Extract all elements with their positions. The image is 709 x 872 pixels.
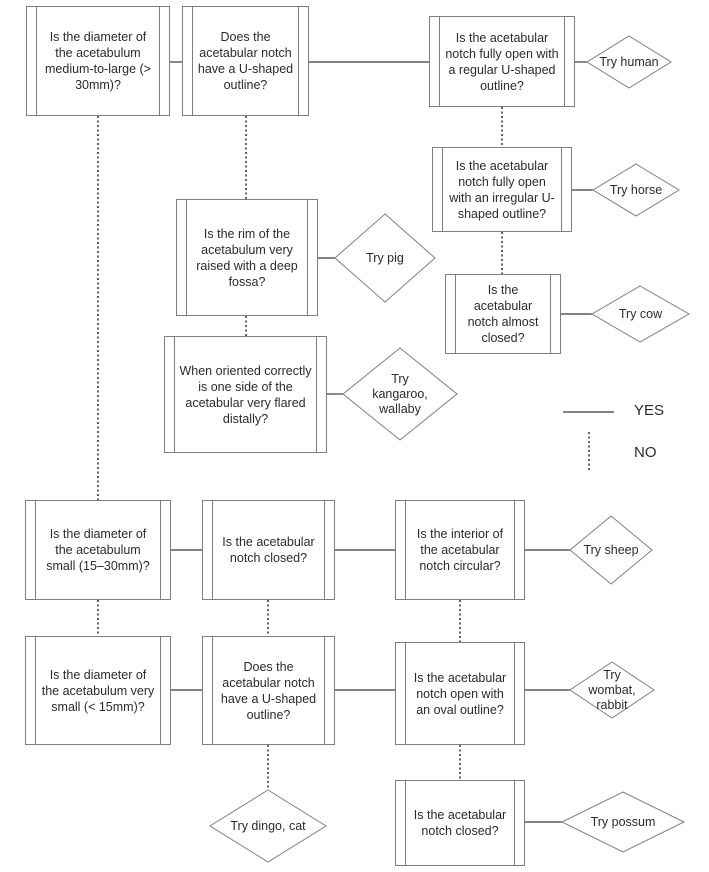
outcome-label-cow: Try cow	[618, 306, 663, 321]
question-box: Is the acetabular notch open with an ova…	[395, 642, 525, 745]
outcome-label-pig: Try pig	[366, 250, 404, 265]
question-box: Is the diameter of the acetabulum medium…	[26, 6, 170, 116]
question-box: Is the interior of the acetabular notch …	[395, 500, 525, 600]
outcome-diamond-possum	[560, 791, 686, 853]
question-box: Is the acetabular notch closed?	[395, 780, 525, 866]
outcome-diamond-pig	[334, 213, 436, 303]
question-text: Is the acetabular notch fully open with …	[449, 158, 555, 221]
outcome-diamond-horse	[592, 163, 680, 217]
legend-yes-label: YES	[634, 402, 665, 419]
question-box: Is the rim of the acetabulum very raised…	[176, 199, 318, 316]
outcome-label-sheep: Try sheep	[583, 542, 639, 557]
question-box: Is the acetabular notch fully open with …	[432, 147, 572, 232]
question-text: Is the diameter of the acetabulum medium…	[45, 30, 151, 92]
question-text: Is the rim of the acetabulum very raised…	[196, 226, 298, 289]
question-text: Is the acetabular notch almost closed?	[467, 283, 539, 345]
outcome-label-kangaroo: Try kangaroo, wallaby	[372, 371, 428, 416]
outcome-diamond-sheep	[569, 515, 653, 585]
question-text: Does the acetabular notch have a U-shape…	[197, 30, 294, 92]
question-text: When oriented correctly is one side of t…	[179, 363, 312, 426]
question-box: Is the diameter of the acetabulum small …	[25, 500, 171, 600]
outcome-diamond-cow	[591, 285, 691, 343]
question-box: Is the acetabular notch closed?	[202, 500, 335, 600]
outcome-diamond-kangaroo	[342, 347, 458, 441]
outcome-label-wombat: Try wombat, rabbit	[588, 667, 636, 712]
outcome-diamond-wombat	[569, 661, 655, 719]
question-text: Does the acetabular notch have a U-shape…	[220, 659, 317, 722]
outcome-diamond-human	[586, 35, 672, 89]
outcome-diamond-dingo	[209, 789, 327, 863]
outcome-label-horse: Try horse	[609, 182, 663, 197]
outcome-label-dingo: Try dingo, cat	[230, 818, 306, 833]
question-box: Is the acetabular notch fully open with …	[429, 16, 575, 107]
question-text: Is the acetabular notch closed?	[222, 535, 315, 565]
outcome-label-human: Try human	[599, 54, 659, 69]
question-box: Does the acetabular notch have a U-shape…	[202, 636, 335, 745]
question-text: Is the diameter of the acetabulum small …	[46, 527, 150, 573]
question-text: Is the diameter of the acetabulum very s…	[41, 667, 155, 714]
outcome-label-possum: Try possum	[590, 814, 656, 829]
question-box: Does the acetabular notch have a U-shape…	[182, 6, 309, 116]
question-text: Is the acetabular notch open with an ova…	[413, 670, 507, 717]
legend-no-label: NO	[634, 444, 657, 461]
question-text: Is the interior of the acetabular notch …	[416, 527, 504, 573]
question-box: Is the acetabular notch almost closed?	[445, 274, 561, 354]
question-text: Is the acetabular notch closed?	[413, 808, 507, 838]
question-box: Is the diameter of the acetabulum very s…	[25, 636, 171, 745]
question-box: When oriented correctly is one side of t…	[164, 336, 327, 453]
question-text: Is the acetabular notch fully open with …	[445, 30, 559, 93]
